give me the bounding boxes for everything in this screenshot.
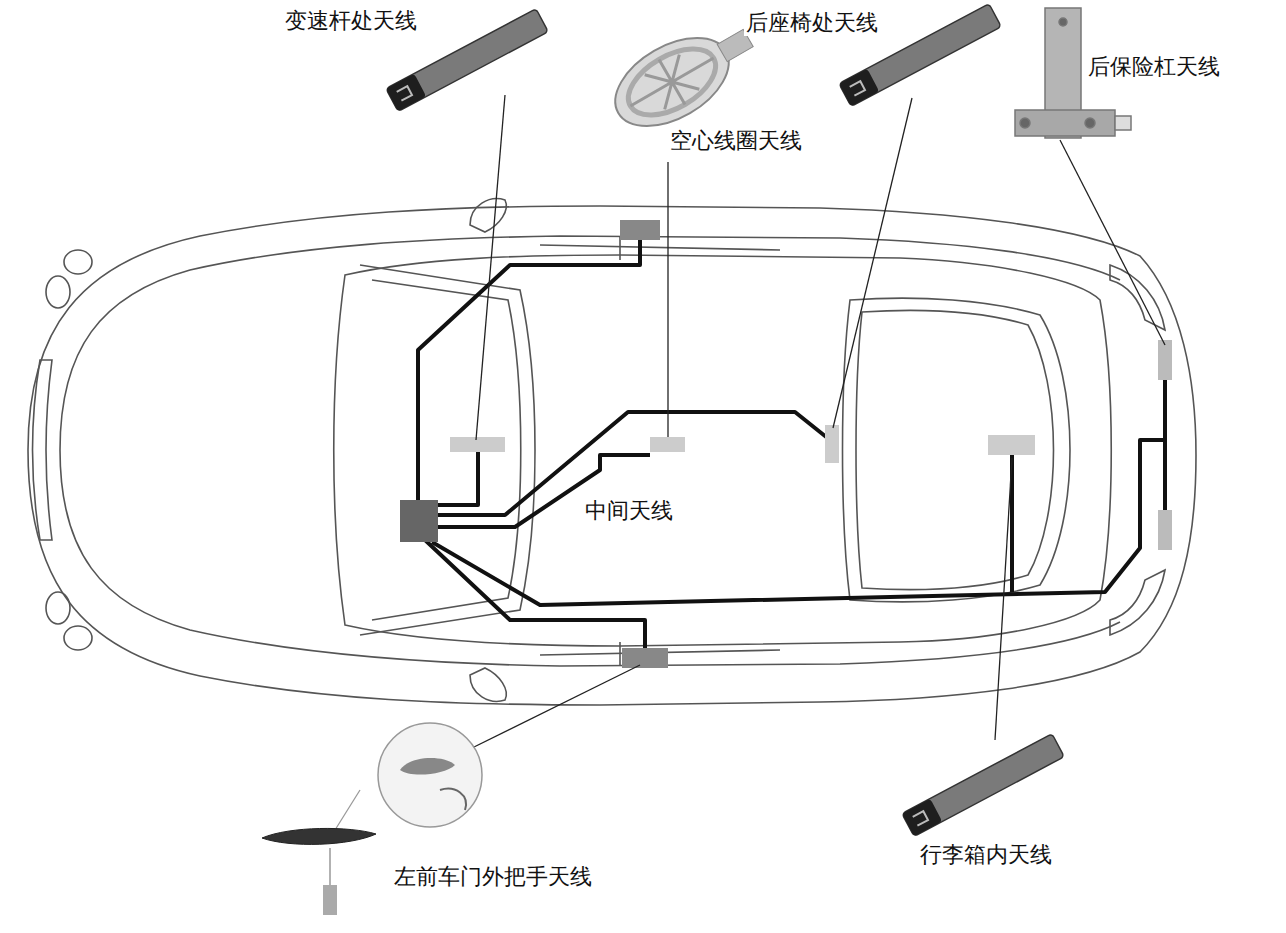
- antenna-label: 空心线圈天线: [668, 128, 804, 154]
- antenna-wiring: [418, 240, 1165, 650]
- antenna-label: 行李箱内天线: [918, 842, 1054, 868]
- antenna-label: 左前车门外把手天线: [392, 864, 594, 890]
- car-body: [28, 199, 1196, 705]
- antenna-label: 中间天线: [583, 498, 675, 524]
- antenna-label: 后保险杠天线: [1086, 54, 1222, 80]
- antenna-label: 变速杆处天线: [283, 8, 419, 34]
- leader-lines: [472, 95, 1165, 748]
- antenna-pictures: [262, 4, 1131, 915]
- antenna-label: 后座椅处天线: [744, 10, 880, 36]
- antenna-spots: [400, 220, 1172, 668]
